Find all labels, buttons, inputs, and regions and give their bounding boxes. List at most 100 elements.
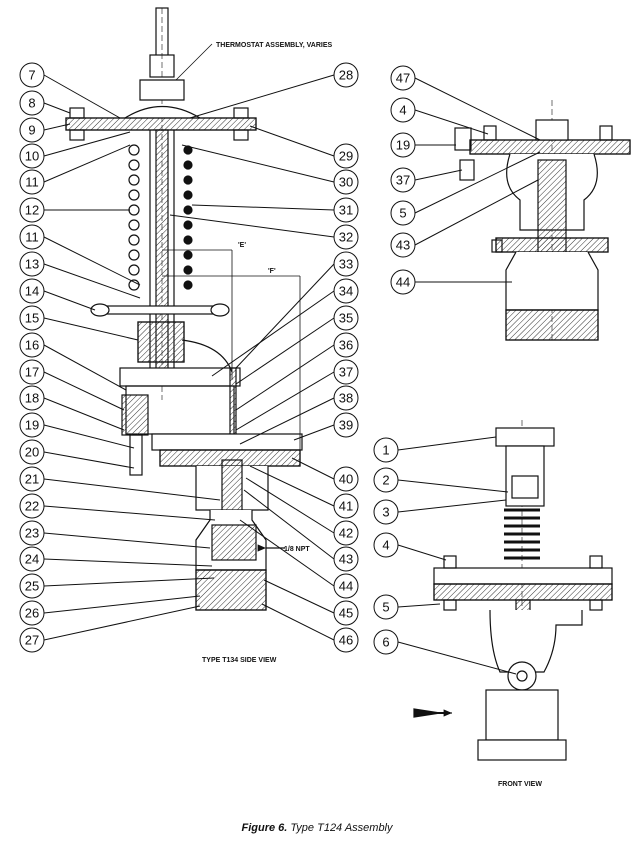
callout-bubble <box>19 224 141 286</box>
callout-number: 2 <box>382 473 389 488</box>
callout-bubble <box>249 465 359 519</box>
callout-bubble <box>19 332 127 391</box>
callout-number: 12 <box>25 203 39 218</box>
callout-number: 42 <box>339 526 353 541</box>
spring-coils-right <box>183 145 193 290</box>
callout-bubble <box>169 214 359 250</box>
side-view <box>65 7 303 611</box>
front-view-callouts <box>373 436 517 675</box>
callout-bubble <box>19 439 135 469</box>
callout-number: 11 <box>25 230 39 245</box>
callout-number: 46 <box>339 633 353 648</box>
callout-number: 20 <box>25 445 39 460</box>
callout-number: 3 <box>382 505 389 520</box>
callout-number: 24 <box>25 552 39 567</box>
callout-bubble <box>19 251 141 299</box>
callout-bubble <box>263 579 359 626</box>
callout-number: 37 <box>396 173 410 188</box>
callout-number: 26 <box>25 606 39 621</box>
callout-bubble <box>191 197 359 223</box>
callout-number: 41 <box>339 499 353 514</box>
side-view-left-callouts <box>19 62 221 653</box>
dim-f-label: 'F' <box>268 268 276 275</box>
callout-bubble <box>235 359 359 431</box>
callout-number: 10 <box>25 149 39 164</box>
callout-bubble <box>19 144 131 195</box>
callout-bubble <box>373 532 447 561</box>
dim-e-label: 'E' <box>238 242 246 249</box>
callout-bubble <box>245 477 359 546</box>
detail-view-callouts <box>390 65 541 295</box>
callout-number: 40 <box>339 472 353 487</box>
callout-number: 8 <box>28 96 35 111</box>
callout-number: 36 <box>339 338 353 353</box>
callout-bubble <box>19 605 201 653</box>
callout-bubble <box>19 62 121 119</box>
callout-number: 22 <box>25 499 39 514</box>
callout-bubble <box>249 125 359 169</box>
callout-number: 13 <box>25 257 39 272</box>
callout-bubble <box>239 519 359 599</box>
callout-bubble <box>390 151 541 226</box>
callout-bubble <box>261 603 359 653</box>
front-view <box>413 420 613 761</box>
side-spring <box>121 394 149 476</box>
callout-number: 31 <box>339 203 353 218</box>
callout-number: 5 <box>399 206 406 221</box>
callout-number: 32 <box>339 230 353 245</box>
callout-bubble <box>19 197 130 223</box>
callout-bubble <box>390 65 541 141</box>
callout-bubble <box>239 385 359 445</box>
figure-caption: Figure 6. Type T124 Assembly <box>0 822 634 834</box>
callout-number: 25 <box>25 579 39 594</box>
callout-number: 18 <box>25 391 39 406</box>
callout-bubble <box>19 493 216 521</box>
callout-number: 1 <box>382 443 389 458</box>
callout-bubble <box>235 332 359 411</box>
callout-bubble <box>19 520 211 549</box>
side-view-title: TYPE T134 SIDE VIEW <box>202 657 277 664</box>
callout-bubble <box>19 412 135 449</box>
callout-bubble <box>19 131 131 169</box>
callout-number: 37 <box>339 365 353 380</box>
callout-bubble <box>373 499 507 525</box>
callout-bubble <box>19 385 125 431</box>
figure-number: Figure 6. <box>241 822 288 834</box>
callout-number: 33 <box>339 257 353 272</box>
callout-number: 15 <box>25 311 39 326</box>
callout-number: 14 <box>25 284 39 299</box>
callout-number: 4 <box>399 103 406 118</box>
callout-bubble <box>373 594 441 620</box>
front-spring <box>504 508 540 560</box>
callout-bubble <box>293 412 359 441</box>
callout-bubble <box>235 251 359 369</box>
callout-number: 16 <box>25 338 39 353</box>
callout-bubble <box>19 90 71 116</box>
npt-label: 1/8 NPT <box>284 546 310 553</box>
detail-view <box>454 100 631 341</box>
callout-number: 43 <box>396 238 410 253</box>
callout-bubble <box>19 278 96 311</box>
callout-bubble <box>211 278 359 377</box>
callout-bubble <box>390 179 539 258</box>
callout-number: 47 <box>396 71 410 86</box>
callout-bubble <box>390 167 463 193</box>
callout-bubble <box>390 132 456 158</box>
callout-number: 23 <box>25 526 39 541</box>
figure-title: Type T124 Assembly <box>290 822 393 834</box>
callout-bubble <box>235 305 359 385</box>
callout-number: 21 <box>25 472 39 487</box>
callout-number: 30 <box>339 175 353 190</box>
side-view-left-callout-numbers: 7891011121113141516171819202122232425262… <box>25 68 39 648</box>
callout-number: 5 <box>382 600 389 615</box>
callout-number: 34 <box>339 284 353 299</box>
callout-bubble <box>373 467 509 493</box>
callout-number: 19 <box>25 418 39 433</box>
callout-number: 4 <box>382 538 389 553</box>
callout-bubble <box>19 117 71 143</box>
callout-bubble <box>19 595 201 626</box>
callout-number: 44 <box>396 275 410 290</box>
callout-bubble <box>19 573 215 599</box>
